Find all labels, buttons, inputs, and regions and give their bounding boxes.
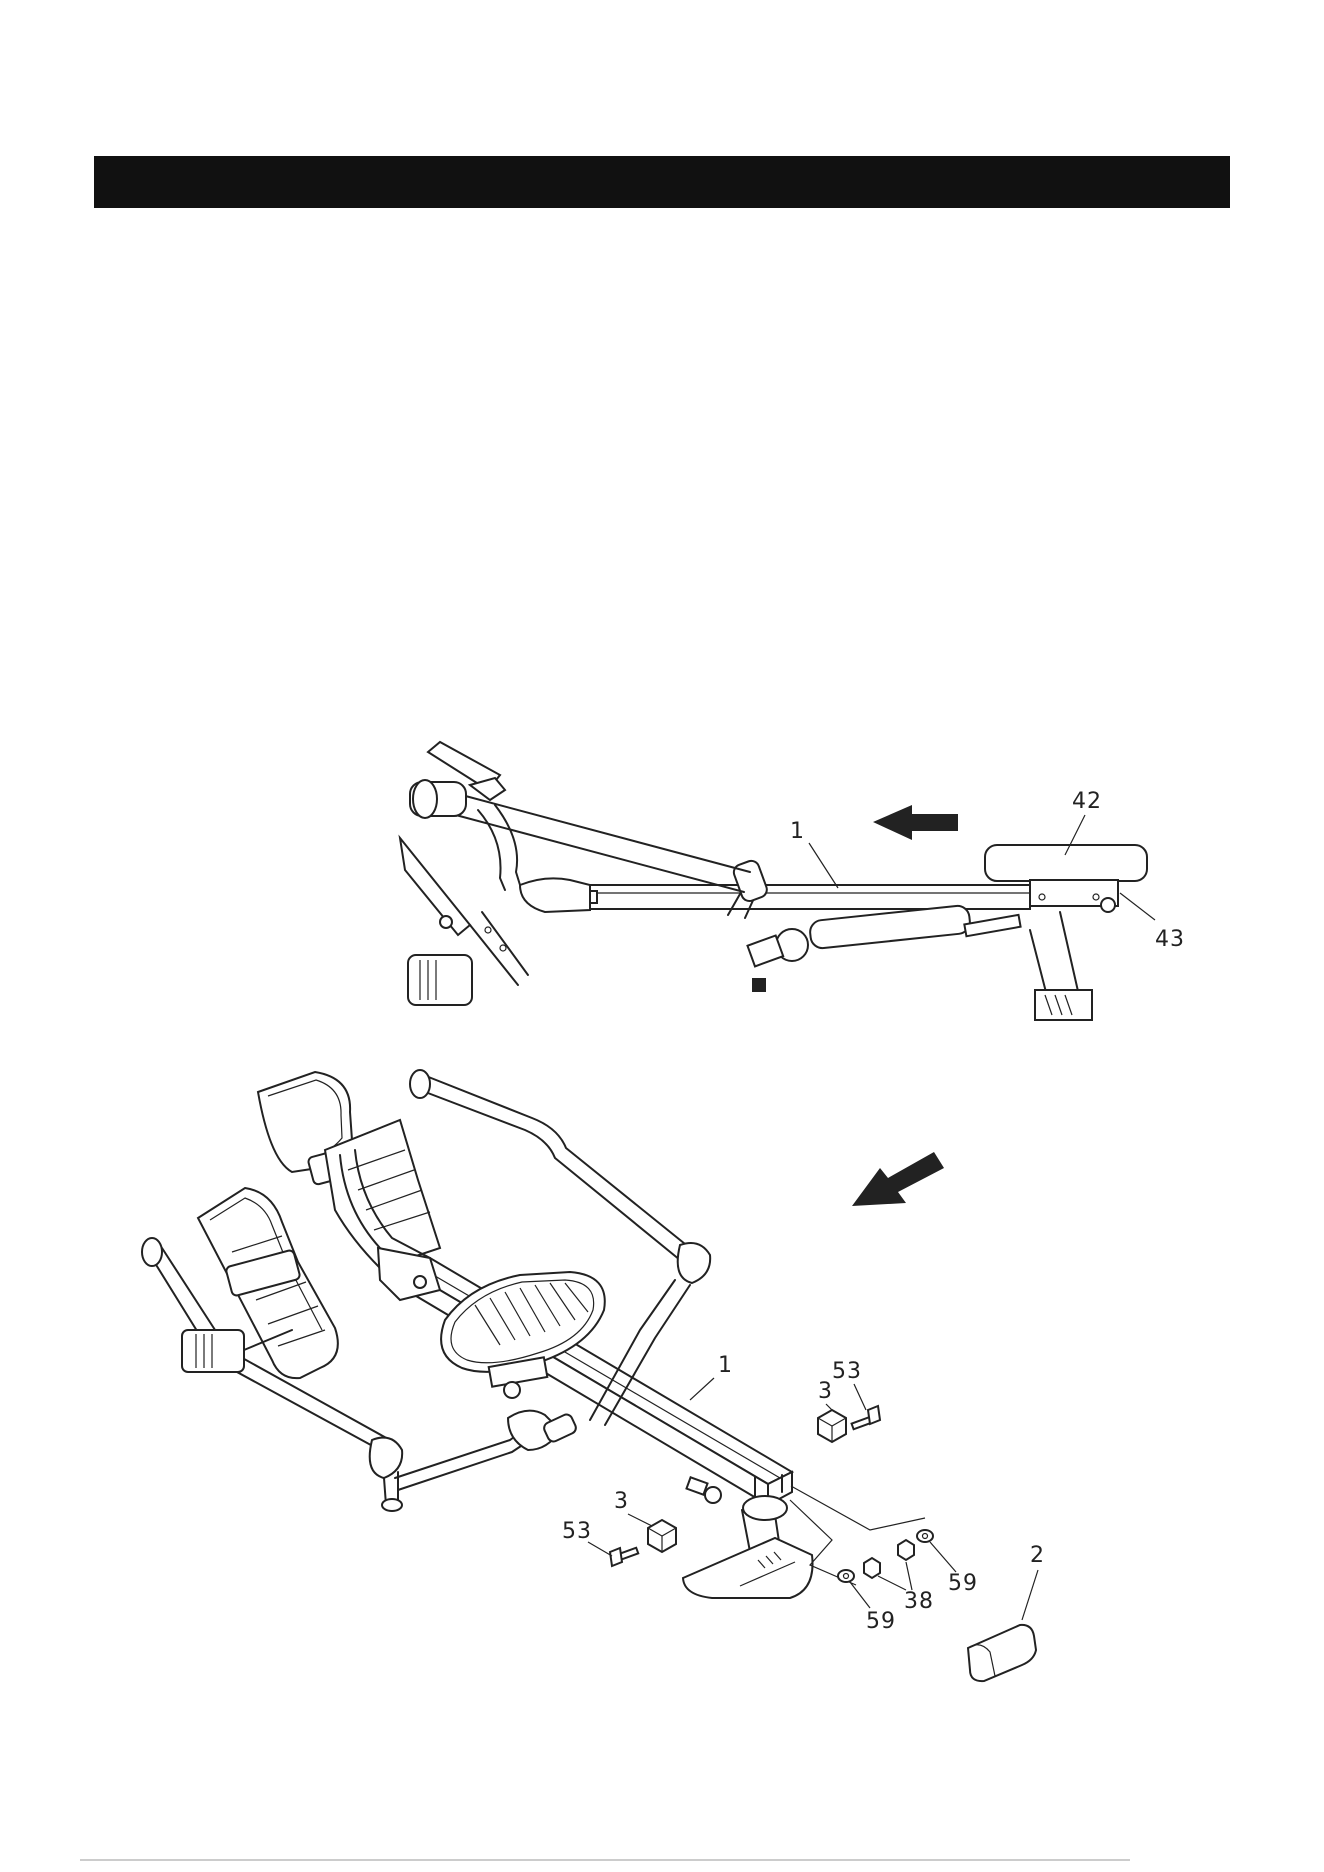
callout-seat: 42 [1072,789,1102,814]
callout-seat-roller: 43 [1155,927,1185,952]
callout-bolt-upper: 53 [832,1359,862,1384]
callout-frame: 1 [790,819,805,844]
side-view-direction-arrow [873,805,958,840]
rail-frame [580,885,1030,909]
callout-cap-lower: 3 [614,1489,629,1514]
callout-bolt-lower: 53 [562,1519,592,1544]
callout-frame-iso: 1 [718,1353,733,1378]
callout-washer-left: 59 [866,1609,896,1634]
iso-view-illustration [142,1070,944,1598]
callout-end-cap: 2 [1030,1543,1045,1568]
end-cap [968,1625,1036,1681]
callout-washer-right: 59 [948,1571,978,1596]
nut-right [898,1540,914,1560]
side-view-illustration [400,742,1147,1020]
seat [985,845,1147,881]
callout-cap-upper: 3 [818,1379,833,1404]
washer-left [838,1570,854,1582]
nut-left [864,1558,880,1578]
washer-right [917,1530,933,1542]
callout-nut: 38 [904,1589,934,1614]
iso-view-direction-arrow [852,1152,944,1206]
